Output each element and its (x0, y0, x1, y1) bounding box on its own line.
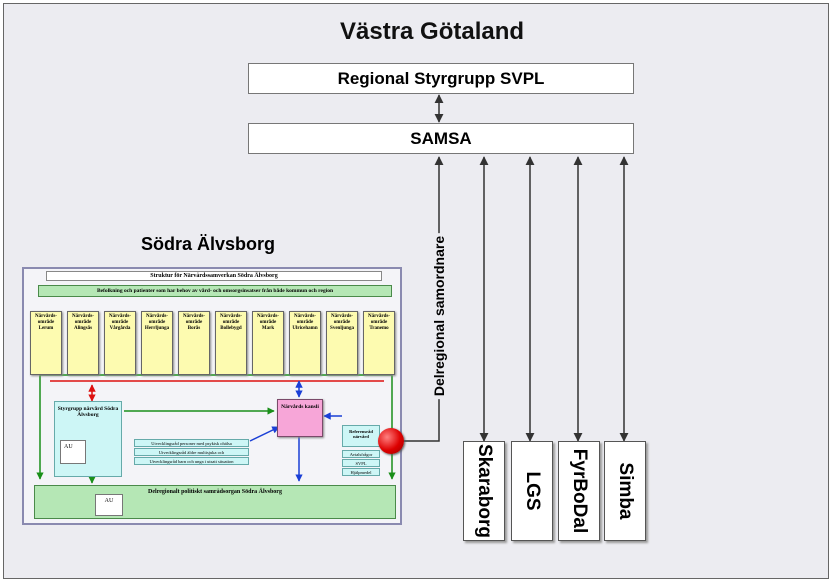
utv-item: Utvecklingsråd barn och unga i utsatt si… (134, 457, 249, 465)
samsa-box: SAMSA (248, 123, 634, 154)
politiskt-label: Delregionalt politiskt samrådsorgan Södr… (148, 489, 282, 495)
region-label: Skaraborg (474, 444, 495, 538)
region-label: FyrBoDal (569, 448, 590, 534)
styrgrupp-label: Styrgrupp närvård Södra Älvsborg (57, 406, 119, 418)
referens-column: Referensråd närvård Avtalsfrågor SVPL Hj… (342, 425, 380, 477)
region-label: LGS (522, 471, 543, 511)
region-box-skaraborg: Skaraborg (463, 441, 505, 541)
red-dot (378, 428, 404, 454)
utv-item: Utvecklingsråd personer med psykisk ohäl… (134, 439, 249, 447)
struct-title: Struktur för Närvårdssamverkan Södra Älv… (46, 271, 382, 281)
sodra-connectors (36, 374, 396, 484)
styrgrupp-box: Styrgrupp närvård Södra Älvsborg AU (54, 401, 122, 477)
side-item: Avtalsfrågor (342, 450, 380, 458)
region-box-fyrbodal: FyrBoDal (558, 441, 600, 541)
delregional-label: Delregional samordnare (431, 232, 447, 400)
au2-box: AU (95, 494, 123, 516)
diagram-frame: Västra Götaland Regional Styrgrupp SVPL … (3, 3, 829, 579)
side-item: SVPL (342, 459, 380, 467)
side-item: Hjälpmedel (342, 468, 380, 476)
utv-group: Utvecklingsråd personer med psykisk ohäl… (134, 439, 249, 467)
diagram-title: Västra Götaland (340, 18, 525, 45)
au-box: AU (60, 440, 86, 464)
politiskt-box: Delregionalt politiskt samrådsorgan Södr… (34, 485, 396, 519)
kansli-box: Närvårds kansli (277, 399, 323, 437)
sodra-structure-panel: Struktur för Närvårdssamverkan Södra Älv… (22, 267, 402, 525)
regional-styrgrupp-box: Regional Styrgrupp SVPL (248, 63, 634, 94)
sodra-title: Södra Älvsborg (141, 234, 276, 254)
referens-box: Referensråd närvård (342, 425, 380, 447)
region-box-simba: Simba (604, 441, 646, 541)
utv-item: Utvecklingsråd äldre multisjuka och (134, 448, 249, 456)
befolkning-bar: Befolkning och patienter som har behov a… (38, 285, 392, 297)
region-box-lgs: LGS (511, 441, 553, 541)
region-label: Simba (615, 462, 636, 520)
delregional-label-wrap: Delregional samordnare (426, 226, 452, 406)
